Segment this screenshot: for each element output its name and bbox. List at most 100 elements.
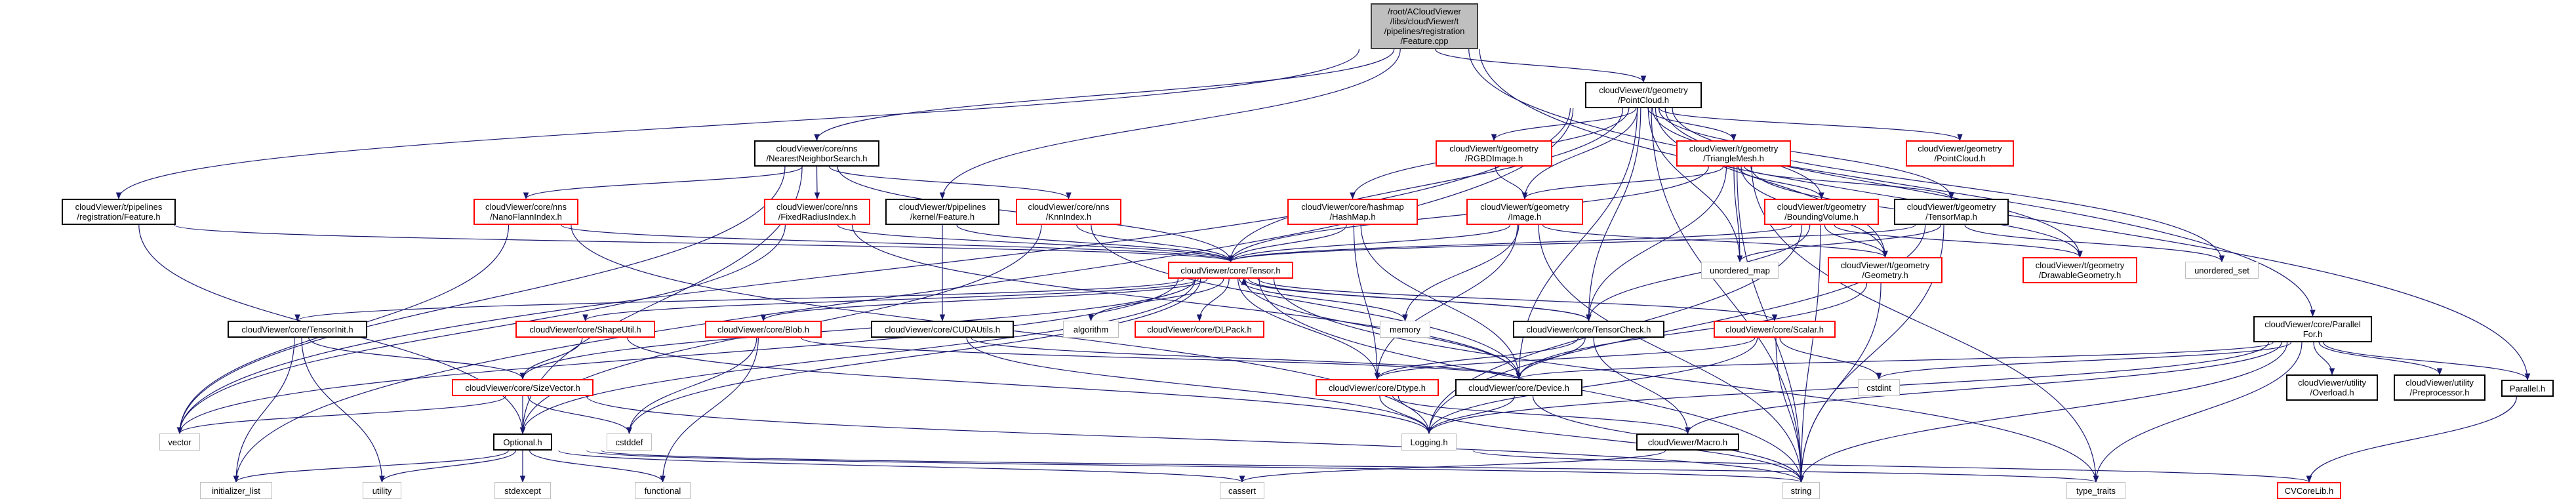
edge-tensor-to-dlpack [1196,278,1230,322]
node-label: cloudViewer/core/TensorInit.h [241,324,353,334]
edge-pfor-to-device [1516,342,2274,380]
node-initlist[interactable]: initializer_list [200,482,272,499]
node-label: cloudViewer/geometry [1918,144,2002,153]
edge-hashmap-to-tensor [1228,224,1347,263]
edge-nns-to-nano [523,166,803,200]
node-dlpack[interactable]: cloudViewer/core/DLPack.h [1135,321,1264,338]
node-label: cloudViewer/t/geometry [1689,144,1779,153]
edge-pfor-to-string [1798,342,2288,483]
node-functional[interactable]: functional [635,482,691,499]
edge-optional-to-functional [529,450,666,483]
node-dtype[interactable]: cloudViewer/core/Dtype.h [1316,379,1439,396]
node-sizevec[interactable]: cloudViewer/core/SizeVector.h [452,379,594,396]
node-tmesh[interactable]: cloudViewer/t/geometry/TriangleMesh.h [1676,140,1791,167]
node-label: /HashMap.h [1329,212,1376,222]
edge-cuda-to-device [971,337,1522,380]
edge-pfor-to-typetraits [2093,342,2303,483]
node-label: Parallel.h [2509,383,2546,393]
node-label: string [1790,485,1812,496]
node-shape[interactable]: cloudViewer/core/ShapeUtil.h [515,321,655,338]
node-label: cloudViewer/utility [2298,378,2366,388]
node-geom[interactable]: cloudViewer/t/geometry/Geometry.h [1828,257,1942,283]
node-rgbd[interactable]: cloudViewer/t/geometry/RGBDImage.h [1436,140,1552,167]
node-tinit[interactable]: cloudViewer/core/TensorInit.h [228,321,367,338]
node-typetraits[interactable]: type_traits [2066,482,2125,499]
edge-hashmap-to-device [1360,224,1522,380]
node-device[interactable]: cloudViewer/core/Device.h [1455,379,1582,396]
edge-image-to-geom [1542,224,1888,258]
node-uset[interactable]: unordered_set [2185,262,2259,279]
node-hashmap[interactable]: cloudViewer/core/hashmap/HashMap.h [1287,199,1418,225]
edge-pfor-to-macro [1685,342,2282,435]
edge-root-to-pc_t [1435,49,1647,83]
node-label: cloudViewer/t/pipelines [75,202,163,212]
edge-optional-to-typetraits [601,450,2099,483]
node-tensor[interactable]: cloudViewer/core/Tensor.h [1168,262,1293,279]
node-blob[interactable]: cloudViewer/core/Blob.h [705,321,822,338]
edge-bvol-to-tensor [1228,224,1793,263]
node-umap[interactable]: unordered_map [1701,262,1779,279]
node-label: functional [644,485,681,496]
node-label: cloudViewer/core/Blob.h [717,324,809,334]
node-drawable[interactable]: cloudViewer/t/geometry/DrawableGeometry.… [2023,257,2137,283]
node-parallel[interactable]: Parallel.h [2501,380,2554,397]
edge-tinit-to-sizevec [308,337,526,380]
edge-tmesh-to-umap [1733,166,1743,263]
node-gpc[interactable]: cloudViewer/geometry/PointCloud.h [1906,140,2014,167]
node-cstdint[interactable]: cstdint [1858,379,1900,396]
node-label: Optional.h [503,437,542,447]
node-nano[interactable]: cloudViewer/core/nns/NanoFlannIndex.h [473,199,578,225]
edge-knn-to-tensor [1076,224,1234,263]
node-cuda[interactable]: cloudViewer/core/CUDAUtils.h [871,321,1014,338]
node-label: /RGBDImage.h [1464,153,1523,163]
node-tcheck[interactable]: cloudViewer/core/TensorCheck.h [1513,321,1664,338]
node-cvcore[interactable]: CVCoreLib.h [2277,482,2341,499]
node-optional[interactable]: Optional.h [493,433,552,451]
node-macro[interactable]: cloudViewer/Macro.h [1636,433,1739,451]
node-image[interactable]: cloudViewer/t/geometry/Image.h [1466,199,1583,225]
node-reg_feat[interactable]: cloudViewer/t/pipelines/registration/Fea… [62,199,176,225]
node-fixed[interactable]: cloudViewer/core/nns/FixedRadiusIndex.h [764,199,870,225]
edge-nano-to-tensor [561,224,1234,263]
node-label: /Feature.cpp [1400,36,1449,46]
node-memory[interactable]: memory [1380,321,1430,338]
node-kfeat[interactable]: cloudViewer/t/pipelines/kernel/Feature.h [885,199,999,225]
node-scalar[interactable]: cloudViewer/core/Scalar.h [1714,321,1836,338]
edge-tmap-to-umap [1737,224,1941,263]
edge-scalar-to-cstdint [1779,337,1882,380]
node-utility[interactable]: utility [363,482,401,499]
edge-shape-to-logging [627,337,1432,435]
node-label: vector [168,437,191,447]
node-label: cloudViewer/t/pipelines [898,202,986,212]
node-vector[interactable]: vector [159,433,200,451]
edge-root-to-nns [814,49,1395,142]
node-algorithm[interactable]: algorithm [1063,321,1119,338]
edge-kfeat-to-tensor [956,224,1234,263]
node-overload[interactable]: cloudViewer/utility/Overload.h [2286,374,2378,401]
node-logging[interactable]: Logging.h [1401,433,1457,451]
node-cassert[interactable]: cassert [1220,482,1264,499]
node-preproc[interactable]: cloudViewer/utility/Preprocessor.h [2394,374,2485,401]
node-tmap[interactable]: cloudViewer/t/geometry/TensorMap.h [1894,199,2009,225]
node-label: cloudViewer/core/Device.h [1468,382,1569,393]
edge-blob-to-device [801,337,1521,380]
node-cstddef[interactable]: cstddef [607,433,652,451]
node-bvol[interactable]: cloudViewer/t/geometry/BoundingVolume.h [1764,199,1879,225]
node-nns[interactable]: cloudViewer/core/nns/NearestNeighborSear… [754,140,879,167]
node-string[interactable]: string [1782,482,1820,499]
node-label: cloudViewer/t/geometry [2035,260,2125,270]
edge-blob-to-cstddef [626,337,757,435]
edge-sizevec-to-cstddef [527,395,632,435]
edge-tensor-to-algorithm [1088,278,1224,322]
node-label: stdexcept [504,485,541,496]
edge-hashmap-to-dtype [1353,224,1380,380]
node-label: cloudViewer/core/hashmap [1301,202,1404,212]
node-label: cloudViewer/core/Parallel [2264,319,2361,329]
node-pc_t[interactable]: cloudViewer/t/geometry/PointCloud.h [1585,82,1702,108]
edge-tcheck-to-dtype [1374,337,1579,380]
node-stdexcept[interactable]: stdexcept [494,482,551,499]
node-root[interactable]: /root/ACloudViewer/libs/cloudViewer/t/pi… [1371,3,1478,49]
edge-optional-to-utility [379,450,516,483]
node-knn[interactable]: cloudViewer/core/nns/KnnIndex.h [1016,199,1121,225]
